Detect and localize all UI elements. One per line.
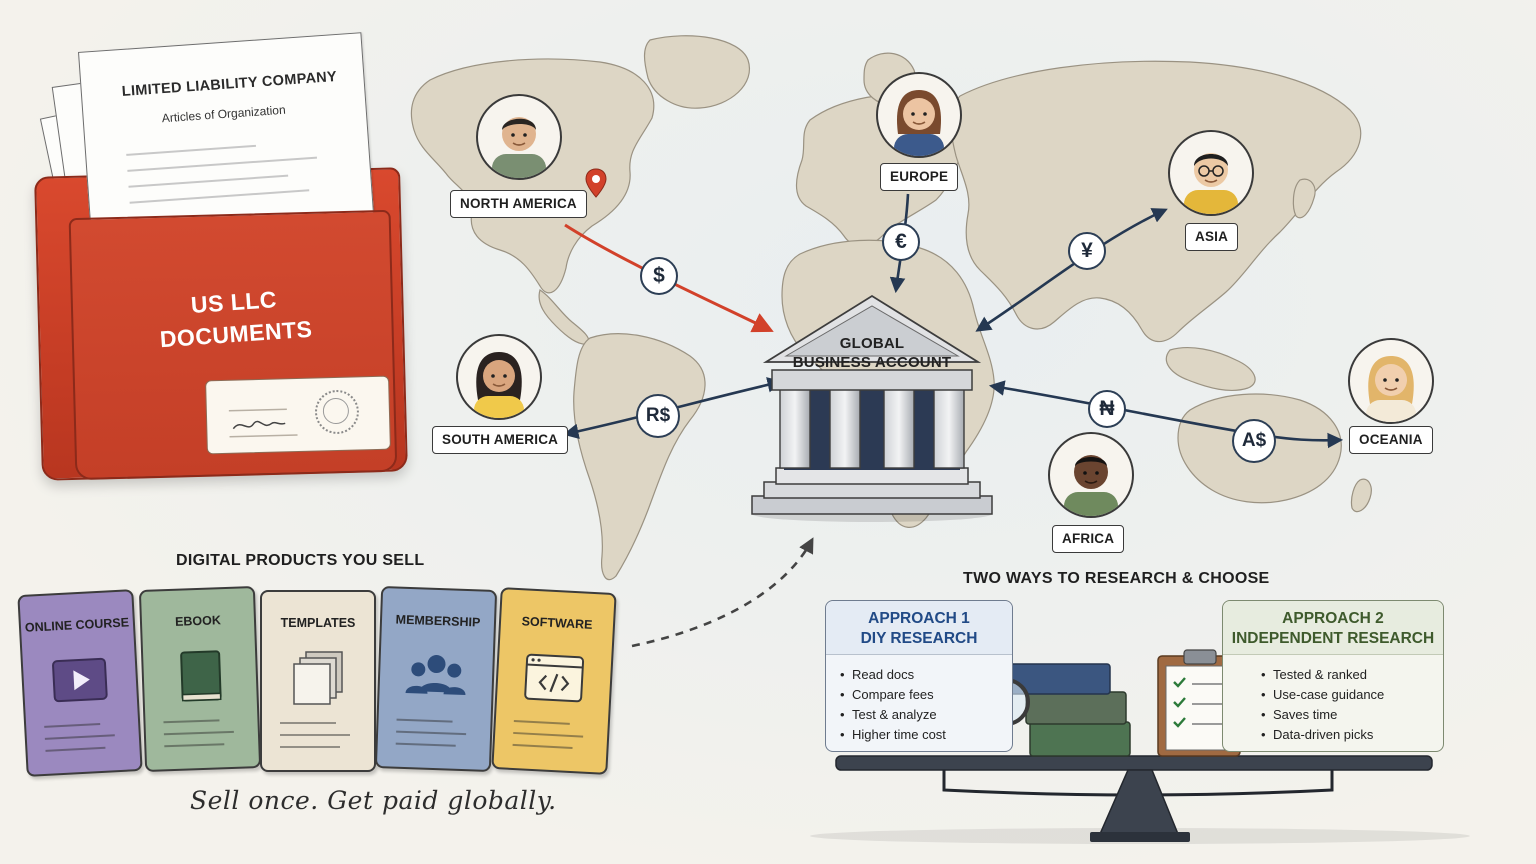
bank-label-line: GLOBAL bbox=[839, 335, 905, 352]
code-window-icon bbox=[524, 653, 585, 703]
card-line bbox=[280, 746, 340, 748]
flow-asia bbox=[975, 208, 1168, 332]
approach-heading-line: APPROACH 2 bbox=[1282, 610, 1384, 627]
bullet-item: Tested & ranked bbox=[1261, 665, 1384, 685]
card-line bbox=[44, 734, 115, 740]
currency-ngn-icon: ₦ bbox=[1088, 390, 1126, 428]
bank-label: GLOBAL BUSINESS ACCOUNT bbox=[772, 334, 972, 372]
bullet-item: Read docs bbox=[840, 665, 946, 685]
bullet-item: Use-case guidance bbox=[1261, 685, 1384, 705]
approach-1-panel: APPROACH 1 DIY RESEARCH Read docs Compar… bbox=[825, 600, 1013, 752]
seal-icon bbox=[314, 389, 360, 435]
bullet-item: Compare fees bbox=[840, 685, 946, 705]
approach-2-bullets: Tested & ranked Use-case guidance Saves … bbox=[1261, 665, 1384, 745]
products-title: DIGITAL PRODUCTS YOU SELL bbox=[176, 552, 425, 569]
folder-label: US LLC DOCUMENTS bbox=[148, 280, 322, 356]
card-line bbox=[395, 742, 456, 747]
product-card-software: SOFTWARE bbox=[491, 587, 617, 775]
card-line bbox=[45, 746, 106, 752]
approach-1-heading: APPROACH 1 DIY RESEARCH bbox=[826, 601, 1012, 655]
product-card-title: SOFTWARE bbox=[521, 614, 593, 632]
approach-2-panel: APPROACH 2 INDEPENDENT RESEARCH Tested &… bbox=[1222, 600, 1444, 752]
continent-greenland bbox=[643, 35, 751, 109]
bullet-item: Test & analyze bbox=[840, 705, 946, 725]
region-label-asia: ASIA bbox=[1185, 223, 1239, 251]
document-line bbox=[127, 156, 318, 172]
book-icon bbox=[180, 650, 222, 702]
card-line bbox=[164, 743, 225, 748]
document-subtitle: Articles of Organization bbox=[161, 102, 287, 126]
approach-1-bullets: Read docs Compare fees Test & analyze Hi… bbox=[840, 665, 946, 745]
product-card-templates: TEMPLATES bbox=[260, 590, 376, 772]
product-card-ebook: EBOOK bbox=[138, 586, 262, 772]
region-label-oceania: OCEANIA bbox=[1349, 426, 1433, 454]
card-line bbox=[396, 718, 453, 723]
avatar-south-america bbox=[456, 334, 542, 420]
play-icon bbox=[52, 657, 108, 703]
bullet-item: Data-driven picks bbox=[1261, 725, 1384, 745]
flow-products-dashed bbox=[631, 537, 814, 648]
avatar-asia bbox=[1168, 130, 1254, 216]
continent-japan bbox=[1292, 178, 1316, 219]
avatar-europe bbox=[876, 72, 962, 158]
document-title: LIMITED LIABILITY COMPANY bbox=[121, 69, 338, 101]
currency-eur-icon: € bbox=[882, 223, 920, 261]
currency-aud-icon: A$ bbox=[1232, 419, 1276, 463]
bank-label-line: BUSINESS ACCOUNT bbox=[792, 354, 952, 371]
card-line bbox=[163, 719, 220, 724]
continent-south-america bbox=[573, 333, 706, 581]
research-title: TWO WAYS TO RESEARCH & CHOOSE bbox=[963, 570, 1270, 587]
approach-heading-line: DIY RESEARCH bbox=[860, 630, 978, 647]
balance-scale-icon bbox=[810, 755, 1470, 844]
bank-building-icon bbox=[751, 294, 993, 522]
card-line bbox=[513, 719, 570, 725]
product-card-membership: MEMBERSHIP bbox=[374, 586, 498, 772]
templates-icon bbox=[293, 651, 343, 705]
product-card-title: EBOOK bbox=[174, 613, 222, 629]
card-line bbox=[44, 723, 101, 728]
signature-card bbox=[205, 375, 391, 455]
product-card-title: TEMPLATES bbox=[280, 616, 356, 630]
product-card-title: MEMBERSHIP bbox=[395, 612, 481, 630]
bullet-item: Saves time bbox=[1261, 705, 1384, 725]
card-line bbox=[513, 731, 584, 738]
card-line bbox=[396, 730, 467, 736]
tagline: Sell once. Get paid globally. bbox=[190, 786, 557, 815]
signature-icon bbox=[228, 408, 298, 438]
card-line bbox=[163, 730, 234, 736]
card-line bbox=[280, 734, 350, 736]
card-line bbox=[512, 743, 573, 750]
currency-brl-icon: R$ bbox=[636, 394, 680, 438]
approach-2-heading: APPROACH 2 INDEPENDENT RESEARCH bbox=[1223, 601, 1443, 655]
currency-usd-icon: $ bbox=[640, 257, 678, 295]
continent-central-america bbox=[538, 289, 590, 345]
region-label-africa: AFRICA bbox=[1052, 525, 1125, 553]
bullet-item: Higher time cost bbox=[840, 725, 946, 745]
clipboard-checklist-icon bbox=[1157, 649, 1241, 757]
document-line bbox=[126, 144, 257, 156]
card-line bbox=[280, 722, 336, 724]
continent-southeast-asia bbox=[1165, 347, 1256, 392]
document-line bbox=[129, 189, 310, 204]
currency-jpy-icon: ¥ bbox=[1068, 232, 1106, 270]
avatar-north-america bbox=[476, 94, 562, 180]
location-pin-icon bbox=[585, 168, 607, 198]
document-line bbox=[128, 174, 289, 188]
approach-heading-line: APPROACH 1 bbox=[868, 610, 970, 627]
people-icon bbox=[405, 655, 466, 696]
approach-heading-line: INDEPENDENT RESEARCH bbox=[1231, 630, 1435, 647]
region-label-south-america: SOUTH AMERICA bbox=[432, 426, 569, 454]
product-card-online-course: ONLINE COURSE bbox=[17, 589, 143, 777]
product-card-title: ONLINE COURSE bbox=[24, 615, 130, 635]
continent-new-zealand bbox=[1350, 478, 1372, 513]
avatar-africa bbox=[1048, 432, 1134, 518]
region-label-north-america: NORTH AMERICA bbox=[450, 190, 587, 218]
avatar-oceania bbox=[1348, 338, 1434, 424]
flow-africa-oceania bbox=[988, 380, 1344, 449]
region-label-europe: EUROPE bbox=[880, 163, 959, 191]
